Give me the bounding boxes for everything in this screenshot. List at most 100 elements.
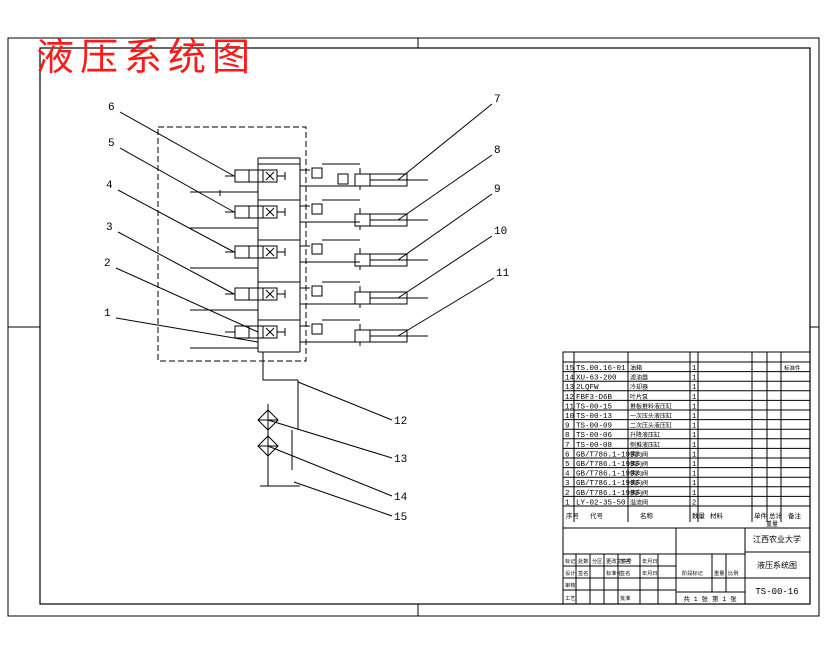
cylinders — [354, 168, 428, 346]
bom-name: 换向阀 — [630, 460, 648, 468]
title-block: 江西农业大学液压系统图TS-00-16共 1 张 第 1 张标记处数分区更改文件… — [563, 527, 810, 604]
bom-grid — [562, 351, 811, 605]
bom-qty: 2 — [692, 499, 696, 507]
leader-line — [293, 481, 393, 517]
bom-name: 侧推液压缸 — [630, 441, 660, 449]
leader-line — [119, 111, 235, 177]
bom-name: 升降液压缸 — [630, 431, 660, 439]
bom-header-cell: 数量 — [692, 511, 706, 520]
callout-label-4: 4 — [106, 180, 113, 192]
bom-no: 4 — [565, 471, 570, 479]
drawing-title: 液压系统图 — [36, 35, 257, 79]
bom-qty: 1 — [692, 490, 696, 498]
bom-no: 8 — [565, 432, 570, 440]
hydraulic-cylinder — [354, 168, 428, 190]
leader-line — [397, 154, 493, 221]
bom-name: 换向阀 — [630, 450, 648, 458]
bom-code: GB/T786.1-1993 — [576, 490, 640, 498]
directional-valve — [190, 163, 360, 193]
valve-stack — [190, 163, 360, 349]
weight-label: 重量 — [714, 569, 724, 577]
sheet-info: 共 1 张 第 1 张 — [683, 594, 737, 603]
leader-lines — [115, 103, 495, 517]
bom-name: 换向阀 — [630, 470, 648, 478]
bom-header-cell: 名称 — [640, 511, 654, 520]
bom-no: 2 — [565, 490, 570, 498]
bom-code: LY-02-35-50 — [576, 499, 626, 507]
bom-qty: 1 — [692, 384, 696, 392]
title-block-grid — [563, 527, 810, 604]
leader-line — [117, 189, 235, 253]
bom-header-cell: 备注 — [788, 511, 802, 520]
bom-name: 推板推料液压缸 — [630, 402, 672, 410]
leader-line — [267, 419, 393, 459]
craft-label: 工艺 — [565, 595, 575, 602]
drawing-frame — [7, 37, 820, 617]
bom-name: 一次压头液压缸 — [630, 412, 672, 420]
bom-header-cell: 材料 — [710, 511, 724, 520]
callout-label-3: 3 — [106, 222, 113, 234]
scale-label: 比例 — [728, 569, 738, 577]
valve-block-boundary — [157, 126, 307, 362]
bom-code: TS-00-09 — [576, 423, 612, 431]
leader-line — [397, 277, 495, 337]
callout-label-15: 15 — [394, 512, 407, 524]
leader-line — [397, 103, 493, 181]
callout-label-9: 9 — [494, 184, 501, 196]
bom-header-weight: 重量 — [766, 520, 778, 528]
bom-code: GB/T786.1-1993 — [576, 451, 640, 459]
bom-name: 换向阀 — [630, 479, 648, 487]
leader-line — [117, 231, 235, 295]
titleblock-row2-label: 设计 — [565, 569, 575, 577]
bom-no: 6 — [565, 451, 570, 459]
bom-name: 换向阀 — [630, 489, 648, 497]
bom-header-cell: 总计 — [769, 511, 783, 520]
bom-no: 12 — [565, 394, 574, 402]
bom-qty: 1 — [692, 375, 696, 383]
bom-code: XU-63-200 — [576, 375, 617, 383]
titleblock-row-label: 年月日 — [642, 557, 658, 565]
bom-header-cell: 单件 — [754, 511, 768, 520]
bom-qty: 1 — [692, 432, 696, 440]
bom-code: GB/T786.1-1993 — [576, 471, 640, 479]
bom-no: 9 — [565, 423, 570, 431]
bom-qty: 1 — [692, 451, 696, 459]
bom-no: 13 — [565, 384, 575, 392]
bom-name: 叶片泵 — [630, 393, 648, 401]
check-label: 审核 — [565, 581, 575, 589]
titleblock-row-label: 标记 — [565, 557, 575, 565]
approve-label: 批准 — [620, 594, 630, 602]
bom-qty: 1 — [692, 480, 696, 488]
bom-no: 3 — [565, 480, 570, 488]
callout-label-10: 10 — [494, 226, 507, 238]
bom-code: GB/T786.1-1993 — [576, 461, 640, 469]
callout-label-14: 14 — [394, 492, 408, 504]
hydraulic-cylinder — [354, 286, 428, 308]
drawing-number: TS-00-16 — [755, 587, 798, 597]
titleblock-row-label: 更改文件号 — [606, 557, 632, 565]
school-name: 江西农业大学 — [753, 534, 801, 545]
leader-line — [267, 445, 393, 497]
callout-label-11: 11 — [496, 268, 510, 280]
callout-label-7: 7 — [494, 94, 501, 106]
bom-name: 溢流阀 — [630, 498, 648, 506]
bom-code: TS-00-08 — [576, 442, 612, 450]
bom-qty: 1 — [692, 413, 696, 421]
titleblock-row2-label: 签名 — [578, 569, 588, 577]
hydraulic-cylinder — [354, 324, 428, 346]
leader-line — [397, 235, 493, 299]
callout-label-8: 8 — [494, 145, 501, 157]
bom-name: 二次压头液压缸 — [630, 422, 672, 430]
titleblock-row2-label: 年月日 — [642, 569, 658, 577]
bom-code: FBF3-D6B — [576, 394, 613, 402]
directional-valve — [190, 239, 360, 269]
directional-valve — [190, 199, 360, 229]
callout-label-13: 13 — [394, 454, 407, 466]
titleblock-row-label: 处数 — [578, 557, 589, 565]
bom-no: 10 — [565, 413, 575, 421]
titleblock-row-label: 签名 — [620, 557, 630, 565]
callout-label-5: 5 — [108, 138, 115, 150]
hydraulic-cylinder — [354, 208, 428, 230]
